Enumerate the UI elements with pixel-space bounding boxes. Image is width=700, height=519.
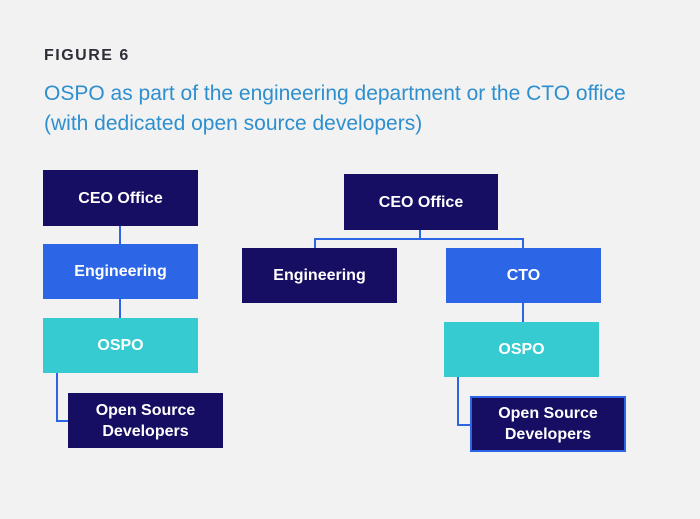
left-ospo-label: OSPO <box>97 337 144 354</box>
left-developers-box: Open Source Developers <box>68 393 223 448</box>
figure-label: FIGURE 6 <box>44 47 130 64</box>
figure-title: OSPO as part of the engineering departme… <box>44 82 626 135</box>
connector-left-ospo-developers <box>56 373 68 422</box>
left-ceo-office-label: CEO Office <box>78 189 163 207</box>
right-cto-label: CTO <box>506 267 541 284</box>
left-ceo-office-box: CEO Office <box>43 170 198 226</box>
right-engineering-label: Engineering <box>273 267 366 284</box>
connector-right-branch <box>314 238 524 248</box>
left-engineering-label: Engineering <box>74 263 167 280</box>
right-engineering-box: Engineering <box>242 248 397 303</box>
left-ospo-box: OSPO <box>43 318 198 373</box>
right-cto-box: CTO <box>446 248 601 303</box>
right-ospo-label: OSPO <box>498 341 545 358</box>
right-ospo-box: OSPO <box>444 322 599 377</box>
left-engineering-box: Engineering <box>43 244 198 299</box>
right-developers-label: Open Source Developers <box>498 405 598 443</box>
right-ceo-office-label: CEO Office <box>378 193 464 211</box>
left-developers-label: Open Source Developers <box>95 401 196 440</box>
right-ceo-office-box: CEO Office <box>344 174 498 230</box>
right-developers-box: Open Source Developers <box>470 396 626 452</box>
connector-right-ospo-developers <box>457 377 471 426</box>
